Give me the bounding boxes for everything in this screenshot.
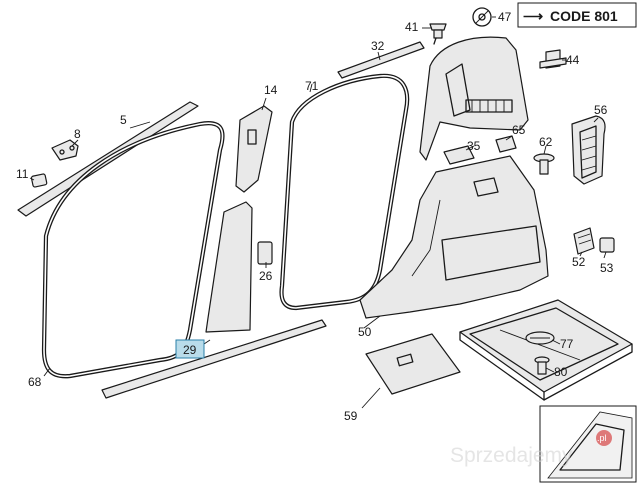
bracket-8 <box>51 139 79 161</box>
vent-grille-56 <box>571 115 606 185</box>
storage-tray <box>459 299 633 401</box>
part-number: 11 <box>16 167 29 181</box>
floor-lid-59 <box>365 333 461 395</box>
part-number: 32 <box>371 39 385 53</box>
front-door-seal-68 <box>41 121 225 379</box>
highlight-box-29 <box>175 339 205 359</box>
clip-26 <box>257 241 273 265</box>
clip-52 <box>573 227 595 255</box>
push-pin-62 <box>533 153 555 175</box>
part-number: 77 <box>560 337 574 351</box>
part-number: 44 <box>566 53 580 67</box>
b-pillar-lower <box>205 201 253 333</box>
code-arrow: ⟶ <box>523 8 543 24</box>
part-number: 5 <box>120 113 127 127</box>
roof-trim-32 <box>337 41 425 79</box>
part-number: 62 <box>539 135 553 149</box>
clip-44 <box>539 49 567 69</box>
cover-35 <box>443 145 475 165</box>
code-label: CODE 801 <box>550 8 618 24</box>
plug-77 <box>525 331 555 345</box>
part-number: 47 <box>498 10 512 24</box>
watermark-badge <box>596 430 612 446</box>
part-number: 29 <box>183 343 197 357</box>
part-number: 65 <box>512 123 526 137</box>
rear-door-seal-71 <box>279 73 410 311</box>
part-number: 14 <box>264 83 278 97</box>
part-number: 80 <box>554 365 568 379</box>
washer-icon <box>472 7 492 27</box>
pin-80 <box>534 356 550 375</box>
part-number-labels: 5 8 11 14 26 29 32 35 41 44 47 50 52 53 … <box>16 10 614 423</box>
part-number: 41 <box>405 20 419 34</box>
part-number: 35 <box>467 139 481 153</box>
clip-11 <box>30 173 48 188</box>
b-pillar-upper-14 <box>235 105 273 193</box>
watermark-text: Sprzedajemy <box>450 444 573 467</box>
quarter-trim-50 <box>359 155 549 319</box>
part-number: 52 <box>572 255 586 269</box>
push-clip-icon <box>429 23 447 45</box>
clip-53 <box>599 237 615 253</box>
part-number: 59 <box>344 409 358 423</box>
part-number: 71 <box>305 79 319 93</box>
upper-quarter-trim <box>419 36 529 161</box>
clip-65 <box>495 135 517 153</box>
watermark-badge-text: .pl <box>597 433 607 443</box>
inset-thumbnail: .pl <box>539 405 637 483</box>
part-number: 56 <box>594 103 608 117</box>
leader-lines <box>29 16 607 409</box>
part-number: 26 <box>259 269 273 283</box>
part-number: 53 <box>600 261 614 275</box>
part-number: 8 <box>74 127 81 141</box>
part-number: 68 <box>28 375 42 389</box>
part-number: 50 <box>358 325 372 339</box>
sill-strip-29 <box>101 319 327 399</box>
code-box: ⟶ CODE 801 <box>517 2 637 28</box>
